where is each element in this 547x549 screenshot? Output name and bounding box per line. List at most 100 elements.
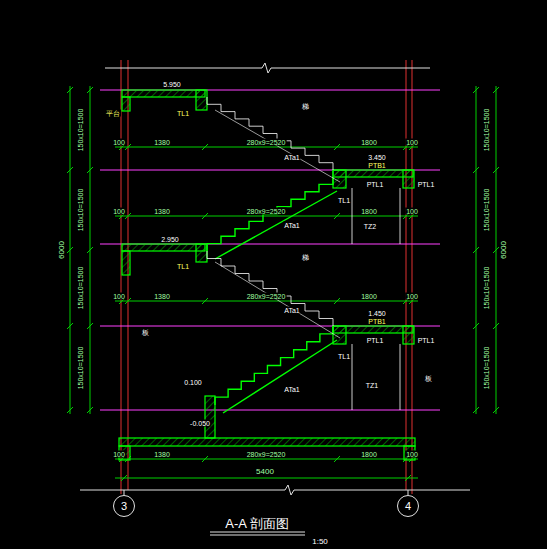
stroke	[473, 407, 479, 413]
dimension-text: 150x10=1500	[77, 188, 84, 233]
stroke	[87, 323, 93, 329]
label: PTL1	[417, 181, 436, 188]
stroke	[223, 340, 337, 413]
label: 1800	[360, 139, 378, 146]
stroke	[473, 323, 479, 329]
stroke	[493, 407, 499, 413]
stair-columns	[352, 188, 400, 410]
floor-lines	[100, 90, 440, 410]
label: TL1	[176, 110, 190, 117]
dimension-text: 150x10=1500	[77, 108, 84, 153]
label: 0.100	[183, 379, 203, 386]
label: 板	[424, 375, 433, 382]
stroke	[87, 87, 93, 93]
stroke	[334, 298, 340, 304]
label: 1380	[153, 293, 171, 300]
dimension-text: 150x10=1500	[483, 108, 490, 153]
stroke	[121, 475, 127, 481]
label: 1:50	[311, 538, 329, 546]
stroke	[67, 323, 73, 329]
label: 100	[112, 451, 126, 458]
stroke	[67, 87, 73, 93]
dimension-text: 150x10=1500	[483, 188, 490, 233]
label: PTB1	[367, 162, 387, 169]
label: 1800	[360, 451, 378, 458]
dimension-text: 150x10=1500	[77, 266, 84, 311]
label: TL1	[337, 353, 351, 360]
label: ATa1	[283, 307, 300, 314]
stroke	[473, 87, 479, 93]
axis-number: 3	[121, 500, 127, 512]
concrete-slabs	[119, 90, 415, 460]
stroke	[334, 213, 340, 219]
label: 1800	[360, 293, 378, 300]
stair-flight	[215, 326, 333, 405]
label: 5.950	[162, 81, 182, 88]
label: 1380	[153, 208, 171, 215]
label: 2.950	[160, 236, 180, 243]
stroke	[473, 167, 479, 173]
label: 1.450	[367, 310, 387, 317]
grid-axis-circle: 3	[113, 495, 135, 517]
break-lines	[80, 63, 470, 535]
label: ATa1	[283, 386, 300, 393]
stroke	[473, 247, 479, 253]
grid-axis-circle: 4	[397, 495, 419, 517]
dimension-lines	[67, 86, 499, 481]
stroke	[87, 167, 93, 173]
label: 5400	[255, 468, 275, 476]
label: 1380	[153, 451, 171, 458]
stroke	[334, 144, 340, 150]
label: -0.050	[189, 420, 211, 427]
stroke	[215, 262, 340, 338]
label: 梯	[301, 254, 310, 261]
dimension-text: 6000	[500, 240, 508, 260]
label: PTL1	[417, 337, 436, 344]
stroke	[493, 247, 499, 253]
label: 280x9=2520	[246, 208, 287, 215]
axis-number: 4	[405, 500, 411, 512]
stroke	[125, 144, 131, 150]
stroke	[67, 407, 73, 413]
label: 1800	[360, 208, 378, 215]
label: 100	[405, 208, 419, 215]
stroke	[202, 456, 208, 462]
drawing-title: A-A 剖面图	[224, 517, 290, 530]
stroke	[202, 213, 208, 219]
stair-steps	[207, 97, 340, 413]
label: 3.450	[367, 154, 387, 161]
label: 100	[405, 293, 419, 300]
label: TL1	[176, 263, 190, 270]
stroke	[125, 298, 131, 304]
label: 板	[141, 329, 150, 336]
stroke	[493, 87, 499, 93]
label: 平台	[105, 110, 121, 117]
label: 1380	[153, 139, 171, 146]
label: 100	[405, 451, 419, 458]
stroke	[493, 323, 499, 329]
stroke	[405, 475, 411, 481]
stroke	[215, 191, 337, 259]
label: TZ1	[365, 382, 379, 389]
label: 梯	[301, 103, 310, 110]
label: TL1	[337, 197, 351, 204]
dimension-text: 150x10=1500	[483, 346, 490, 391]
grid-lines	[121, 60, 412, 494]
label: ATa1	[283, 222, 300, 229]
label: 280x9=2520	[246, 293, 287, 300]
label: PTB1	[367, 318, 387, 325]
stair-flight	[207, 177, 333, 251]
dimension-text: 150x10=1500	[77, 346, 84, 391]
stroke	[202, 144, 208, 150]
label: 100	[112, 139, 126, 146]
label: 100	[112, 293, 126, 300]
stair-flight	[207, 97, 333, 170]
stroke	[87, 407, 93, 413]
label: TZ2	[363, 223, 377, 230]
stroke	[215, 110, 340, 182]
stroke	[67, 247, 73, 253]
stroke	[493, 167, 499, 173]
label: 100	[405, 139, 419, 146]
stroke	[67, 167, 73, 173]
stroke	[87, 247, 93, 253]
